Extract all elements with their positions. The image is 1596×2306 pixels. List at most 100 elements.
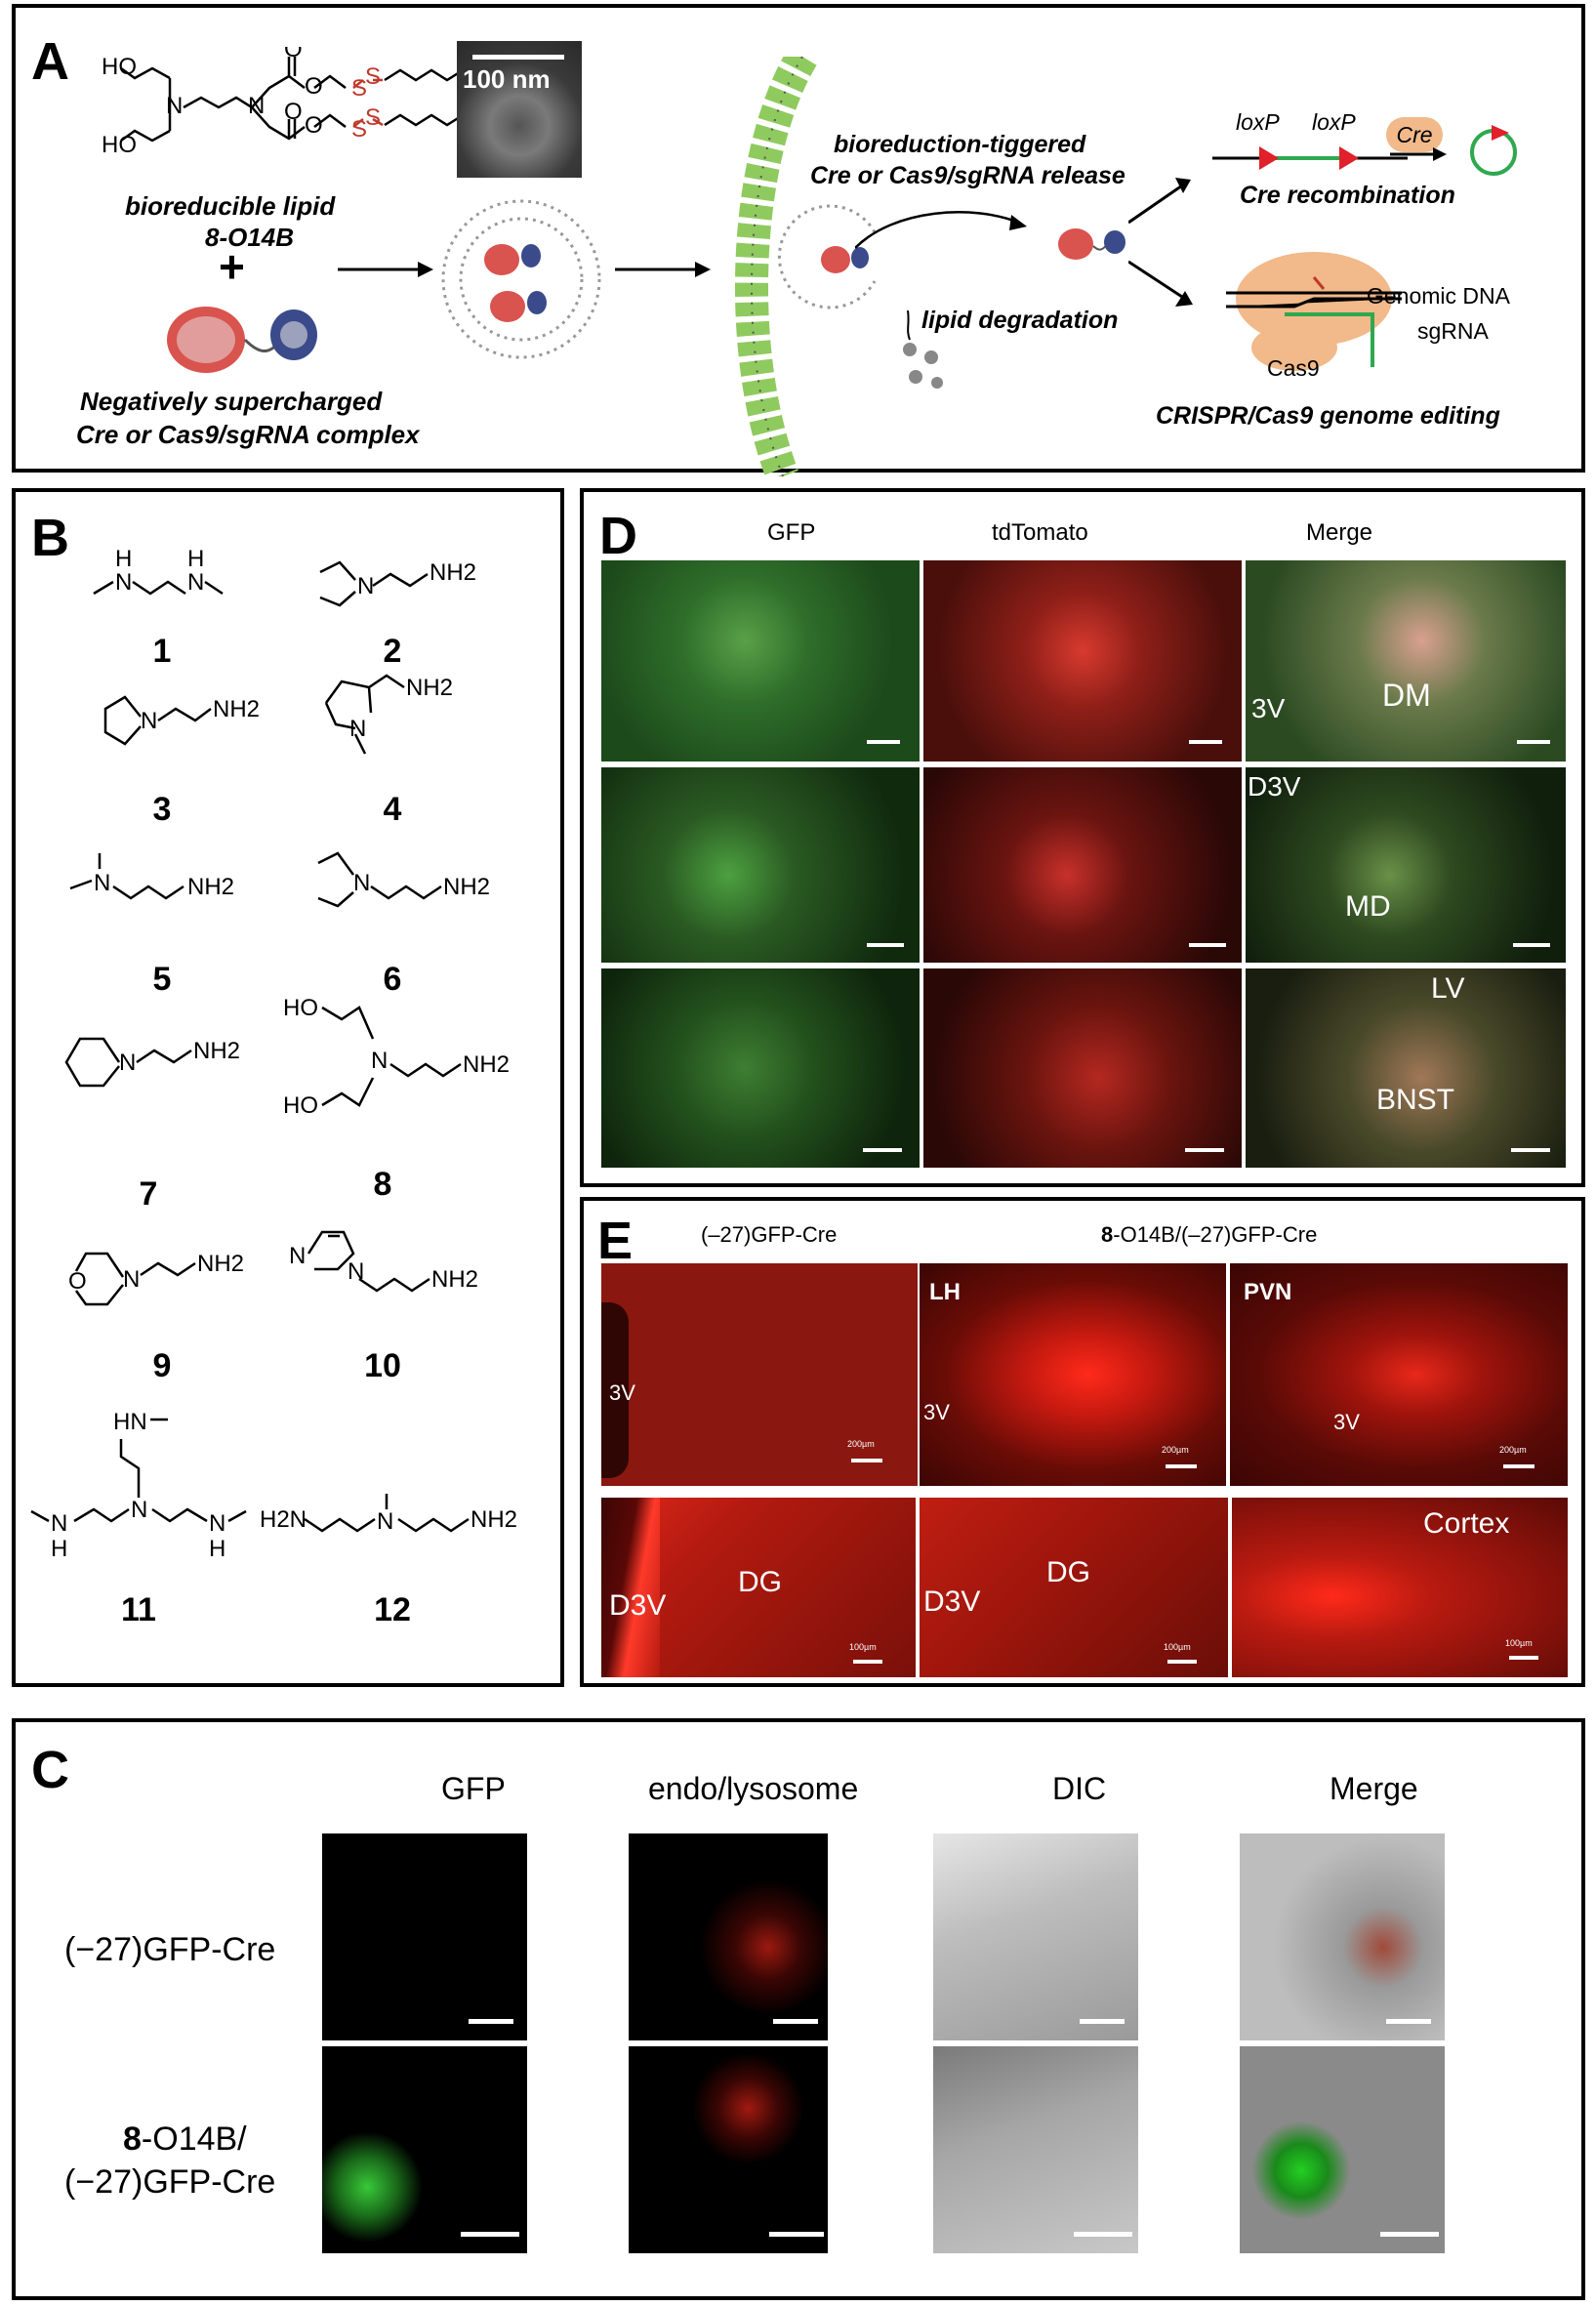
lipid-name-line2: 8-O14B <box>205 223 295 252</box>
release-arrow <box>855 211 1027 249</box>
region-dg-label: DG <box>1046 1556 1090 1588</box>
c8-nh2: NH2 <box>463 1051 510 1078</box>
compound-3-number: 3 <box>152 791 172 828</box>
region-lv-label: LV <box>1431 972 1465 1005</box>
panel-c-gfp-row1 <box>322 1833 527 2040</box>
tem-image: 100 nm <box>457 41 582 178</box>
ventricle-shape <box>601 1498 660 1677</box>
c10-n2: N <box>348 1258 364 1285</box>
complex-line1: Negatively supercharged <box>80 387 383 416</box>
c4-nh2: NH2 <box>406 675 453 701</box>
c8-ho1: HO <box>283 995 318 1021</box>
row1-label: (−27)GFP-Cre <box>64 1931 276 1968</box>
compound-8-structure: HO HO N NH2 <box>279 990 543 1141</box>
loxp-label-2: loxP <box>1312 109 1356 135</box>
c8-n: N <box>371 1048 388 1074</box>
panel-b-label: B <box>31 509 69 567</box>
region-3v-label: 3V <box>923 1400 950 1424</box>
c3-nh2: NH2 <box>213 696 260 722</box>
scale-bar <box>1503 1464 1535 1468</box>
panel-d-tdtomato-row2 <box>923 767 1242 963</box>
panel-e-cortex: Cortex 100µm <box>1232 1498 1568 1677</box>
c10-n1: N <box>289 1243 306 1269</box>
release-line2: Cre or Cas9/sgRNA release <box>810 162 1125 189</box>
lipid-name-line1: bioreducible lipid <box>125 191 336 221</box>
region-3v-label: 3V <box>1333 1410 1360 1434</box>
panel-e-header-control: (–27)GFP-Cre <box>701 1222 838 1247</box>
scale-bar <box>1189 943 1226 947</box>
lipid-nanoparticle-icon <box>441 199 601 359</box>
cell-membrane-icon <box>735 57 817 476</box>
lipid-degradation-label: lipid degradation <box>921 307 1119 334</box>
lipid-structure: HO HO N N O O O O S S S S <box>102 47 464 158</box>
scale-bar <box>1167 1660 1197 1664</box>
panel-c-dic-row1 <box>933 1833 1138 2040</box>
scale-label: 200µm <box>1162 1445 1189 1455</box>
region-pvn-label: PVN <box>1244 1279 1292 1305</box>
scale-bar <box>867 740 900 744</box>
scale-bar <box>1185 1148 1224 1152</box>
c7-n: N <box>119 1050 136 1076</box>
panel-d-header-merge: Merge <box>1306 519 1373 546</box>
panel-c-header-merge: Merge <box>1330 1771 1418 1806</box>
c5-n: N <box>94 870 110 896</box>
c1-n2: N <box>187 569 204 596</box>
scale-bar <box>1080 2019 1125 2024</box>
scale-bar <box>1380 2232 1439 2237</box>
scale-bar <box>773 2019 818 2024</box>
lipid-atom-n2: N <box>248 93 265 119</box>
panel-d-gfp-row3 <box>601 968 920 1168</box>
compound-2-number: 2 <box>383 633 402 670</box>
compound-6-structure: N NH2 <box>317 840 533 923</box>
compound-3-structure: N NH2 <box>103 683 301 766</box>
compound-4-number: 4 <box>383 791 402 828</box>
panel-c-endo-row2 <box>629 2046 828 2253</box>
c7-nh2: NH2 <box>193 1038 240 1064</box>
arrow-to-cre <box>1128 178 1191 225</box>
tem-scale-bar <box>472 55 564 60</box>
panel-a: A HO HO N N O O O O S S S S <box>12 4 1585 476</box>
panel-e-header-rest: -O14B/(–27)GFP-Cre <box>1113 1222 1318 1247</box>
lipid-atom-o3: O <box>284 99 303 125</box>
c1-n1: N <box>115 569 132 596</box>
region-dm-label: DM <box>1382 678 1431 713</box>
ventricle-shape <box>601 1302 629 1478</box>
scale-label: 100µm <box>1505 1638 1533 1648</box>
panel-d-header-gfp: GFP <box>767 519 816 546</box>
panel-d-header-tdtomato: tdTomato <box>992 519 1088 546</box>
compound-7-number: 7 <box>139 1175 158 1213</box>
panel-e-header-treated: 8-O14B/(–27)GFP-Cre <box>1101 1222 1317 1248</box>
compound-2-structure: N NH2 <box>319 543 535 626</box>
c12-h2n: H2N <box>260 1506 307 1533</box>
panel-e-treated-dg: D3V DG 100µm <box>920 1498 1228 1677</box>
region-dg-label: DG <box>738 1566 782 1598</box>
scale-label: 200µm <box>1499 1445 1527 1455</box>
panel-e-control-dg: D3V DG 100µm <box>601 1498 916 1677</box>
compound-9-number: 9 <box>152 1347 172 1384</box>
arrow-to-membrane <box>615 262 711 277</box>
lipid-atom-ho-top: HO <box>102 54 137 80</box>
panel-d-tdtomato-row3 <box>923 968 1242 1168</box>
panel-e-header-bold: 8 <box>1101 1222 1114 1247</box>
compound-12-structure: H2N N NH2 <box>260 1480 562 1573</box>
panel-e-control-top: 3V 200µm <box>601 1263 918 1486</box>
region-d3v-label: D3V <box>609 1589 667 1622</box>
panel-d-label: D <box>599 507 637 565</box>
scale-bar <box>769 2232 824 2237</box>
region-d3v-label: D3V <box>923 1585 981 1618</box>
panel-c-header-gfp: GFP <box>441 1771 506 1806</box>
scale-bar <box>461 2232 519 2237</box>
c4-n: N <box>349 716 366 742</box>
compound-6-number: 6 <box>383 961 402 998</box>
c11-h-left: H <box>51 1536 67 1562</box>
compound-5-number: 5 <box>152 961 172 998</box>
sgrna-label: sgRNA <box>1417 318 1489 344</box>
cre-recombination-label: Cre recombination <box>1240 182 1455 209</box>
compound-8-number: 8 <box>373 1166 392 1203</box>
panel-d-tdtomato-row1 <box>923 560 1242 762</box>
arrow-to-cas9 <box>1128 260 1193 307</box>
row2-label-rest: -O14B/ <box>141 2121 247 2158</box>
c12-nh2: NH2 <box>471 1506 517 1533</box>
panel-e-label: E <box>597 1212 634 1270</box>
panel-c-label: C <box>31 1741 69 1799</box>
